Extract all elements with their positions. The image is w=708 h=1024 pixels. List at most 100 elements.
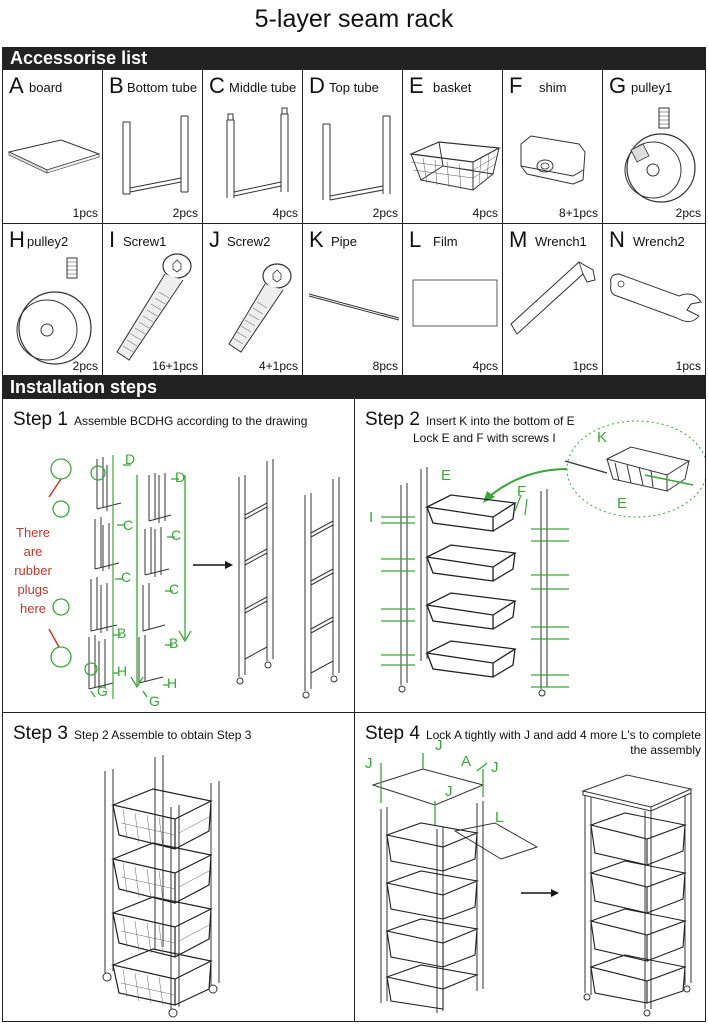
step-4-desc-2: the assembly <box>630 743 701 757</box>
step-2-label: Step 2 <box>365 409 420 430</box>
accessories-grid: A board 1pcs B Bottom tube 2pcs C Middle… <box>2 69 706 376</box>
part-letter: J <box>209 227 220 252</box>
part-letter: D <box>309 73 325 98</box>
callout-b-1: B <box>117 625 127 641</box>
callout-c-3: C <box>171 527 182 543</box>
part-qty: 4pcs <box>472 359 498 373</box>
step-2-desc-2: Lock E and F with screws I <box>413 431 556 445</box>
part-cell-m: M Wrench1 1pcs <box>503 224 603 376</box>
part-name: Bottom tube <box>127 80 198 95</box>
part-cell-i: I Screw1 16+1pcs <box>103 224 203 376</box>
callout-c-4: C <box>169 581 180 597</box>
part-name: Wrench2 <box>633 234 685 249</box>
part-letter: N <box>609 227 625 252</box>
step-3-diagram <box>102 755 220 1018</box>
note-line: plugs <box>17 582 49 597</box>
callout-b-2: B <box>169 635 179 651</box>
callout-j-left: J <box>365 755 373 772</box>
installation-header: Installation steps <box>2 376 706 398</box>
part-name: Wrench1 <box>535 234 587 249</box>
part-letter: C <box>209 73 225 98</box>
part-name: pulley2 <box>27 234 69 249</box>
part-cell-n: N Wrench2 1pcs <box>603 224 705 376</box>
step-1-label: Step 1 <box>13 409 68 430</box>
step-1-panel: Step 1 Assemble BCDHG according to the dr… <box>3 399 355 713</box>
accessories-header: Accessorise list <box>2 47 706 69</box>
part-letter: G <box>609 73 627 98</box>
callout-h-2: H <box>167 675 178 691</box>
callout-e: E <box>441 467 452 484</box>
callout-g-1: G <box>97 683 108 699</box>
top-tube-icon <box>322 115 391 201</box>
part-name: Middle tube <box>229 80 297 95</box>
part-qty: 8+1pcs <box>558 206 598 220</box>
step-4-desc-1: Lock A tightly with J and add 4 more L's… <box>425 728 702 742</box>
step-3-heading: Step 3 Step 2 Assemble to obtain Step 3 <box>13 723 251 745</box>
part-qty: 2pcs <box>372 206 398 220</box>
shim-icon <box>520 135 586 185</box>
step-1-diagram <box>48 455 340 699</box>
callout-i: I <box>369 509 374 526</box>
step-1-desc: Assemble BCDHG according to the drawing <box>73 414 308 428</box>
part-qty: 4pcs <box>472 206 498 220</box>
callout-f: F <box>517 483 527 500</box>
part-letter: M <box>509 227 528 252</box>
part-name: Top tube <box>329 80 379 95</box>
rubber-plug-note: There are rubber plugs here <box>11 523 55 618</box>
pulley-icon <box>16 257 92 365</box>
part-cell-h: H pulley2 2pcs <box>3 224 103 376</box>
part-name: shim <box>539 80 567 95</box>
part-letter: H <box>9 227 25 252</box>
part-cell-d: D Top tube 2pcs <box>303 70 403 224</box>
step-3-desc: Step 2 Assemble to obtain Step 3 <box>73 728 252 742</box>
part-name: Screw2 <box>227 234 271 249</box>
step-3-panel: Step 3 Step 2 Assemble to obtain Step 3 <box>3 713 355 1021</box>
callout-c-2: C <box>121 569 132 585</box>
callout-j-top: J <box>435 737 443 754</box>
part-letter: I <box>109 227 116 252</box>
pulley-brake-icon <box>624 107 696 203</box>
callout-l: L <box>495 809 504 826</box>
part-letter: B <box>109 73 124 98</box>
callout-k: K <box>597 429 608 446</box>
part-cell-l: L Film 4pcs <box>403 224 503 376</box>
part-letter: F <box>509 73 523 98</box>
part-qty: 1pcs <box>572 359 598 373</box>
part-name: basket <box>433 80 472 95</box>
step-2-panel: Step 2 Insert K into the bottom of E Lock… <box>355 399 705 713</box>
part-qty: 4+1pcs <box>258 359 298 373</box>
step-2-heading: Step 2 Insert K into the bottom of E <box>365 409 575 431</box>
note-line: are <box>23 544 43 559</box>
board-icon <box>7 139 101 174</box>
step-2-desc-1: Insert K into the bottom of E <box>425 414 575 428</box>
part-qty: 16+1pcs <box>152 359 198 373</box>
part-cell-j: J Screw2 4+1pcs <box>203 224 303 376</box>
screw-short-icon <box>228 263 292 353</box>
step-2-diagram <box>381 420 705 697</box>
note-line: There <box>16 525 50 540</box>
callout-d-2: D <box>175 469 186 485</box>
part-letter: L <box>409 227 422 252</box>
callout-a: A <box>461 753 472 770</box>
middle-tube-icon <box>226 107 289 198</box>
part-cell-c: C Middle tube 4pcs <box>203 70 303 224</box>
part-name: board <box>29 80 63 95</box>
part-letter: A <box>9 73 24 98</box>
step-3-label: Step 3 <box>13 723 68 744</box>
part-qty: 1pcs <box>675 359 701 373</box>
part-qty: 4pcs <box>272 206 298 220</box>
part-name: Screw1 <box>123 234 167 249</box>
part-qty: 2pcs <box>72 359 98 373</box>
callout-e-detail: E <box>617 495 628 512</box>
note-line: rubber <box>14 563 52 578</box>
part-name: Film <box>433 234 458 249</box>
part-cell-e: E basket 4pcs <box>403 70 503 224</box>
part-qty: 1pcs <box>72 206 98 220</box>
screw-long-icon <box>116 253 192 361</box>
part-cell-a: A board 1pcs <box>3 70 103 224</box>
part-cell-g: G pulley1 2pcs <box>603 70 705 224</box>
bottom-tube-icon <box>122 115 189 195</box>
note-line: here <box>19 601 47 616</box>
